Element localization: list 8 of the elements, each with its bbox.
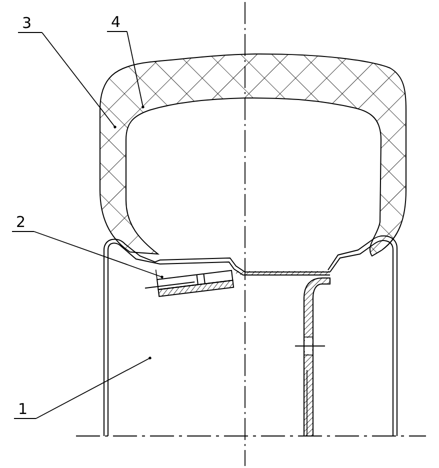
leader-line xyxy=(36,356,152,419)
callout-number: 1 xyxy=(14,401,36,419)
callout-number: 3 xyxy=(18,15,42,33)
leader-line xyxy=(42,32,116,128)
leader-line xyxy=(34,231,164,278)
leader-line xyxy=(126,31,144,108)
callout-number: 4 xyxy=(107,14,127,32)
callout-number: 2 xyxy=(12,214,34,232)
